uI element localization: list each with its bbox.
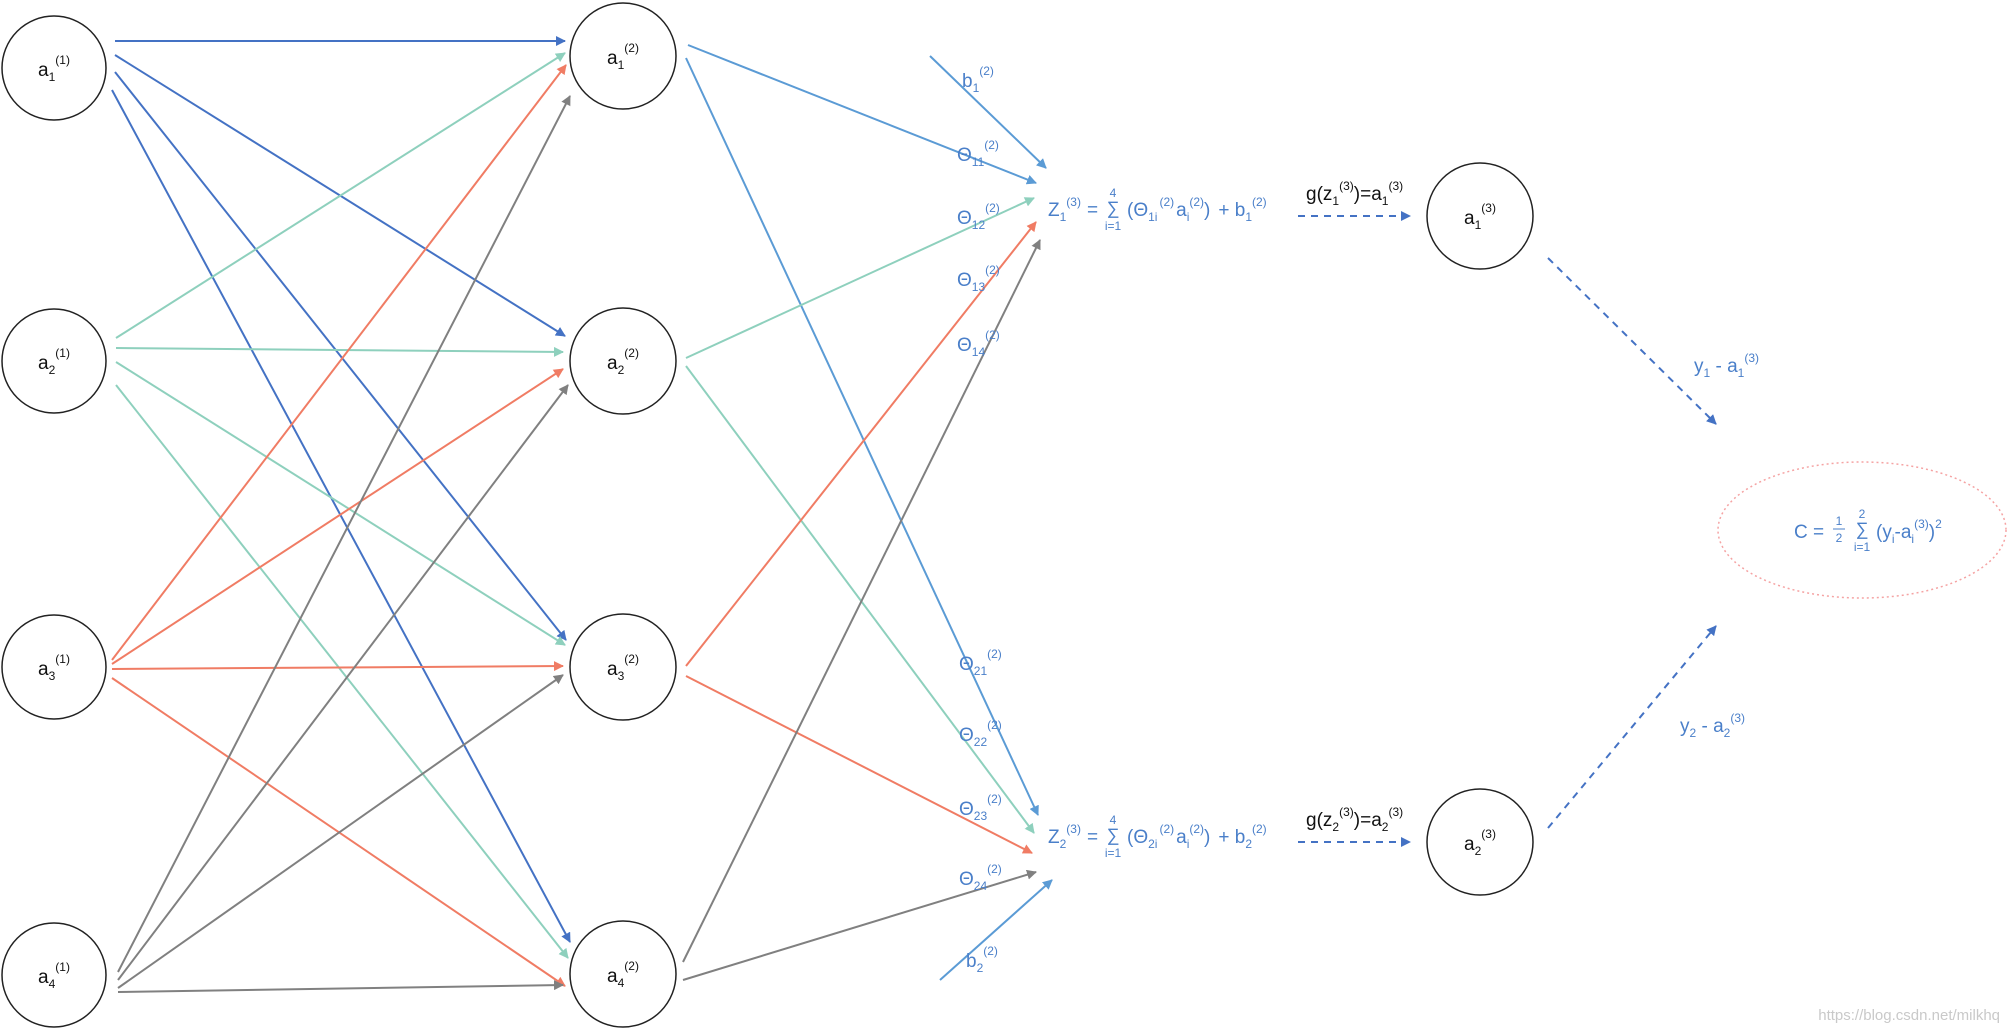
edge-a4-2-to-z2	[682, 869, 1037, 981]
activation-labels: g(z1(3))=a1(3) g(z2(3))=a2(3)	[1306, 179, 1403, 834]
label-theta-12: Θ12(2)	[957, 201, 1000, 232]
edge-a4-1-to-a3-2	[117, 674, 564, 989]
edge-a4-2-to-z1	[682, 239, 1041, 963]
label-theta-11: Θ11(2)	[957, 138, 999, 169]
layer3-nodes	[1426, 162, 1534, 896]
node-a3-2	[569, 613, 677, 721]
edge-b1	[929, 55, 1047, 169]
node-a1-1	[1, 15, 107, 121]
label-a1-2: a1(2)	[607, 41, 639, 72]
node-a4-1	[1, 922, 107, 1028]
layer1-labels: a1(1) a2(1) a3(1) a4(1)	[38, 53, 70, 991]
cost-lhs: C =	[1794, 522, 1824, 543]
z1-lhs: Z1(3)=	[1048, 195, 1098, 224]
edge-a3-1-to-a1-2	[111, 64, 567, 661]
node-a4-2	[569, 920, 677, 1028]
label-theta-22: Θ22(2)	[959, 718, 1002, 749]
z2-rhs: (Θ2i(2)ai(2))+ b2(2)	[1127, 822, 1267, 851]
edge-a1-2-to-z1	[687, 44, 1037, 185]
cost-body: (yi-ai(3))2	[1876, 517, 1942, 546]
cost-frac-den: 2	[1836, 531, 1843, 545]
z1-equation: Z1(3)= 4 ∑ i=1 (Θ1i(2)ai(2))+ b1(2)	[1048, 186, 1267, 233]
edge-a4-1-to-a2-2	[117, 384, 569, 981]
z2-equation: Z2(3)= 4 ∑ i=1 (Θ2i(2)ai(2))+ b2(2)	[1048, 813, 1267, 860]
z2-sum-symbol: ∑	[1107, 825, 1120, 845]
node-a2-2	[569, 307, 677, 415]
error-2: y2 - a2(3)	[1680, 711, 1745, 740]
label-a2-3: a2(3)	[1464, 827, 1496, 858]
label-a3-1: a3(1)	[38, 652, 70, 683]
label-theta-23: Θ23(2)	[959, 792, 1002, 823]
edge-a2-1-to-a2-2	[115, 346, 564, 357]
error-1: y1 - a1(3)	[1694, 351, 1759, 380]
edge-a2-1-to-a3-2	[115, 361, 566, 646]
arrow-a2-3-to-cost	[1547, 625, 1717, 829]
edge-a2-1-to-a1-2	[115, 52, 566, 339]
edge-a3-1-to-a3-2	[111, 661, 564, 672]
label-theta-14: Θ14(2)	[957, 328, 1000, 359]
node-a3-1	[1, 614, 107, 720]
edge-a3-2-to-z1	[685, 221, 1037, 667]
z1-sum-bottom: i=1	[1105, 219, 1122, 233]
cost-sum-top: 2	[1859, 507, 1866, 521]
edge-a2-1-to-a4-2	[115, 384, 569, 959]
edge-a1-1-to-a3-2	[114, 71, 567, 641]
node-a2-1	[1, 308, 107, 414]
edge-a1-2-to-z2	[685, 57, 1039, 816]
edge-a4-1-to-a1-2	[117, 95, 571, 973]
edges-layer2-to-output	[682, 44, 1053, 981]
layer2-nodes	[569, 2, 677, 1028]
cost-formula: C = 1 2 2 ∑ i=1 (yi-ai(3))2	[1794, 507, 1942, 554]
cost-sum-bottom: i=1	[1854, 540, 1871, 554]
watermark: https://blog.csdn.net/milkhq	[1818, 1007, 2000, 1024]
edge-a3-2-to-z2	[685, 675, 1033, 854]
label-a1-3: a1(3)	[1464, 201, 1496, 232]
layer1-nodes	[1, 15, 107, 1028]
edge-a2-2-to-z2	[685, 365, 1035, 834]
z1-sum-top: 4	[1110, 186, 1117, 200]
node-a2-3	[1426, 788, 1534, 896]
edge-a4-1-to-a4-2	[117, 980, 564, 993]
node-a1-2	[569, 2, 677, 110]
activation-1: g(z1(3))=a1(3)	[1306, 179, 1403, 208]
cost-ellipse	[1717, 461, 2007, 599]
label-a2-1: a2(1)	[38, 346, 70, 377]
edge-a3-1-to-a2-2	[111, 368, 564, 665]
label-a1-1: a1(1)	[38, 53, 70, 84]
z1-rhs: (Θ1i(2)ai(2))+ b1(2)	[1127, 195, 1267, 224]
node-a1-3	[1426, 162, 1534, 270]
edge-b2	[939, 879, 1053, 981]
weight-labels: b1(2) Θ11(2) Θ12(2) Θ13(2) Θ14(2) Θ21(2)…	[957, 64, 1002, 975]
label-theta-21: Θ21(2)	[959, 647, 1002, 678]
edge-a1-1-to-a4-2	[111, 89, 571, 943]
z2-sum-bottom: i=1	[1105, 846, 1122, 860]
label-a3-2: a3(2)	[607, 652, 639, 683]
edge-a2-2-to-z1	[685, 197, 1035, 359]
label-b1: b1(2)	[962, 64, 994, 95]
arrow-a1-3-to-cost	[1547, 257, 1717, 425]
z2-sum-top: 4	[1110, 813, 1117, 827]
cost-frac-num: 1	[1836, 514, 1843, 528]
z2-lhs: Z2(3)=	[1048, 822, 1098, 851]
edges-layer1-to-layer2	[111, 36, 571, 993]
dashed-arrows	[1298, 211, 1717, 847]
layer3-labels: a1(3) a2(3)	[1464, 201, 1496, 858]
label-a4-2: a4(2)	[607, 959, 639, 990]
layer2-labels: a1(2) a2(2) a3(2) a4(2)	[607, 41, 639, 990]
cost-sum-symbol: ∑	[1856, 519, 1869, 539]
label-a2-2: a2(2)	[607, 346, 639, 377]
z1-sum-symbol: ∑	[1107, 198, 1120, 218]
error-labels: y1 - a1(3) y2 - a2(3)	[1680, 351, 1759, 740]
activation-2: g(z2(3))=a2(3)	[1306, 805, 1403, 834]
label-theta-13: Θ13(2)	[957, 263, 1000, 294]
label-b2: b2(2)	[966, 944, 998, 975]
label-a4-1: a4(1)	[38, 960, 70, 991]
label-theta-24: Θ24(2)	[959, 862, 1002, 893]
